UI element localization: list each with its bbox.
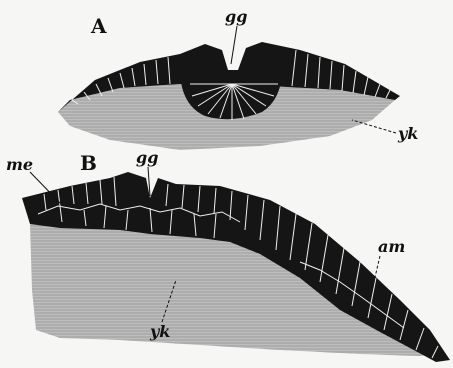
label-yk-b: yk [149,322,170,341]
label-gg-a: gg [225,7,247,26]
panel-a: A gg yk [58,7,418,150]
panel-b: B me gg am yk [6,148,450,362]
label-am-b: am [378,237,405,256]
panel-a-letter: A [90,14,107,38]
pointer-gg-a [231,26,237,64]
label-me-b: me [6,155,33,174]
label-gg-b: gg [136,148,158,167]
label-yk-a: yk [397,124,418,143]
panel-b-letter: B [80,151,97,175]
